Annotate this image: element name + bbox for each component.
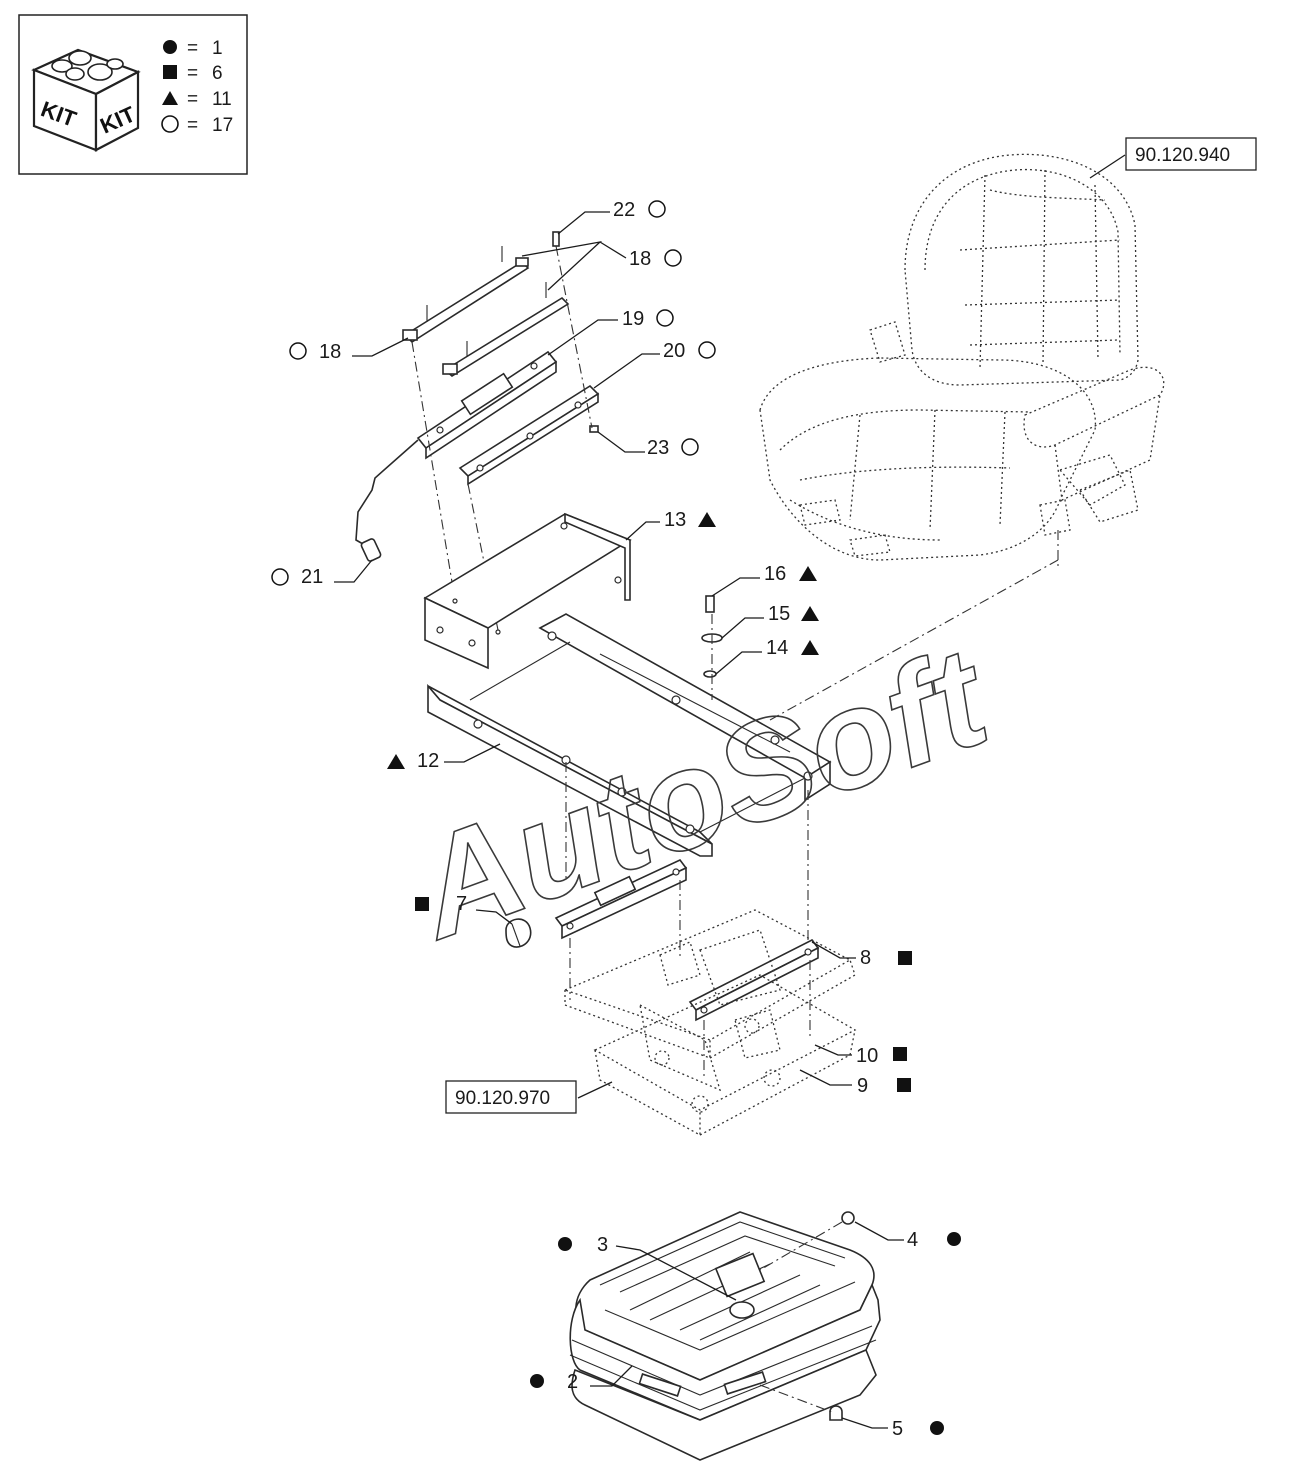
svg-text:4: 4 <box>907 1229 918 1251</box>
callout-22[interactable]: 22 <box>557 199 666 235</box>
suspension-group: 90.120.970 <box>445 858 857 1137</box>
square-filled-icon <box>898 951 912 965</box>
callout-9[interactable]: 9 <box>799 1069 911 1097</box>
svg-text:20: 20 <box>663 340 685 362</box>
svg-text:9: 9 <box>857 1075 868 1097</box>
callout-10[interactable]: 10 <box>814 1044 907 1067</box>
suspension-reference-label: 90.120.970 <box>455 1088 550 1109</box>
circle-open-icon <box>271 568 289 586</box>
svg-text:12: 12 <box>417 750 439 772</box>
callout-23[interactable]: 23 <box>597 431 699 459</box>
kit-count: 1 <box>212 38 223 59</box>
callout-12[interactable]: 12 <box>387 743 501 772</box>
kit-box-icon: KIT KIT <box>31 48 141 152</box>
circle-open-icon <box>648 200 666 218</box>
svg-text:13: 13 <box>664 509 686 531</box>
callout-8[interactable]: 8 <box>811 941 912 969</box>
kit-equals: = <box>187 89 198 110</box>
svg-text:10: 10 <box>856 1045 878 1067</box>
kit-legend-row-3: = 11 <box>162 89 232 110</box>
frame-part-12 <box>427 530 1059 940</box>
callout-15[interactable]: 15 <box>721 603 819 639</box>
svg-text:8: 8 <box>860 947 871 969</box>
kit-legend-row-4: = 17 <box>161 115 233 136</box>
svg-text:5: 5 <box>892 1418 903 1440</box>
circle-open-icon <box>664 249 682 267</box>
svg-text:7: 7 <box>456 893 467 915</box>
svg-text:18: 18 <box>319 341 341 363</box>
callout-7[interactable]: 7 <box>415 893 513 925</box>
circle-filled-icon <box>558 1237 572 1251</box>
slide-rail-group <box>355 231 600 631</box>
triangle-filled-icon <box>799 566 817 581</box>
square-filled-icon <box>415 897 429 911</box>
circle-open-icon <box>161 115 179 133</box>
circle-open-icon <box>656 309 674 327</box>
kit-legend-row-2: = 6 <box>163 63 223 84</box>
seat-reference-label: 90.120.940 <box>1135 145 1230 166</box>
circle-open-icon <box>289 342 307 360</box>
svg-text:16: 16 <box>764 563 786 585</box>
svg-text:19: 19 <box>622 308 644 330</box>
callout-3[interactable]: 3 <box>558 1234 737 1301</box>
triangle-filled-icon <box>801 606 819 621</box>
kit-equals: = <box>187 63 198 84</box>
kit-legend-row-1: = 1 <box>163 38 223 59</box>
triangle-filled-icon <box>801 640 819 655</box>
kit-legend: KIT KIT = 1 = 6 = 11 = 17 <box>18 14 248 175</box>
triangle-filled-icon <box>162 91 178 105</box>
callouts: 22 18 19 20 18 23 <box>271 199 961 1440</box>
callout-13[interactable]: 13 <box>625 509 716 541</box>
callout-2[interactable]: 2 <box>530 1365 633 1393</box>
kit-count: 6 <box>212 63 223 84</box>
triangle-filled-icon <box>387 754 405 769</box>
kit-equals: = <box>187 38 198 59</box>
kit-count: 11 <box>212 89 232 110</box>
bracket-part-13 <box>423 512 632 670</box>
circle-filled-icon <box>947 1232 961 1246</box>
svg-text:22: 22 <box>613 199 635 221</box>
circle-open-icon <box>681 438 699 456</box>
watermark-text: AutoSoft <box>393 616 1010 968</box>
square-filled-icon <box>893 1047 907 1061</box>
callout-18-right[interactable]: 18 <box>521 240 682 291</box>
callout-5[interactable]: 5 <box>841 1417 944 1440</box>
circle-filled-icon <box>530 1374 544 1388</box>
square-filled-icon <box>897 1078 911 1092</box>
svg-text:18: 18 <box>629 248 651 270</box>
callout-18-left[interactable]: 18 <box>289 337 409 363</box>
svg-text:2: 2 <box>567 1371 578 1393</box>
suspension-reference-box[interactable] <box>445 1080 577 1114</box>
bellows-assembly <box>569 1211 881 1461</box>
circle-filled-icon <box>930 1421 944 1435</box>
triangle-filled-icon <box>698 512 716 527</box>
callout-16[interactable]: 16 <box>711 563 817 597</box>
svg-text:3: 3 <box>597 1234 608 1256</box>
seat-assembly: 90.120.940 <box>759 137 1257 561</box>
square-filled-icon <box>163 65 177 79</box>
kit-equals: = <box>187 115 198 136</box>
callout-20[interactable]: 20 <box>593 340 716 389</box>
callout-4[interactable]: 4 <box>854 1221 961 1251</box>
seat-reference-box[interactable] <box>1125 137 1257 171</box>
svg-text:21: 21 <box>301 566 323 588</box>
circle-filled-icon <box>163 40 177 54</box>
svg-text:14: 14 <box>766 637 788 659</box>
svg-text:23: 23 <box>647 437 669 459</box>
circle-open-icon <box>698 341 716 359</box>
kit-count: 17 <box>212 115 233 136</box>
svg-text:15: 15 <box>768 603 790 625</box>
callout-21[interactable]: 21 <box>271 559 373 588</box>
callout-19[interactable]: 19 <box>547 308 674 356</box>
callout-14[interactable]: 14 <box>715 637 819 675</box>
